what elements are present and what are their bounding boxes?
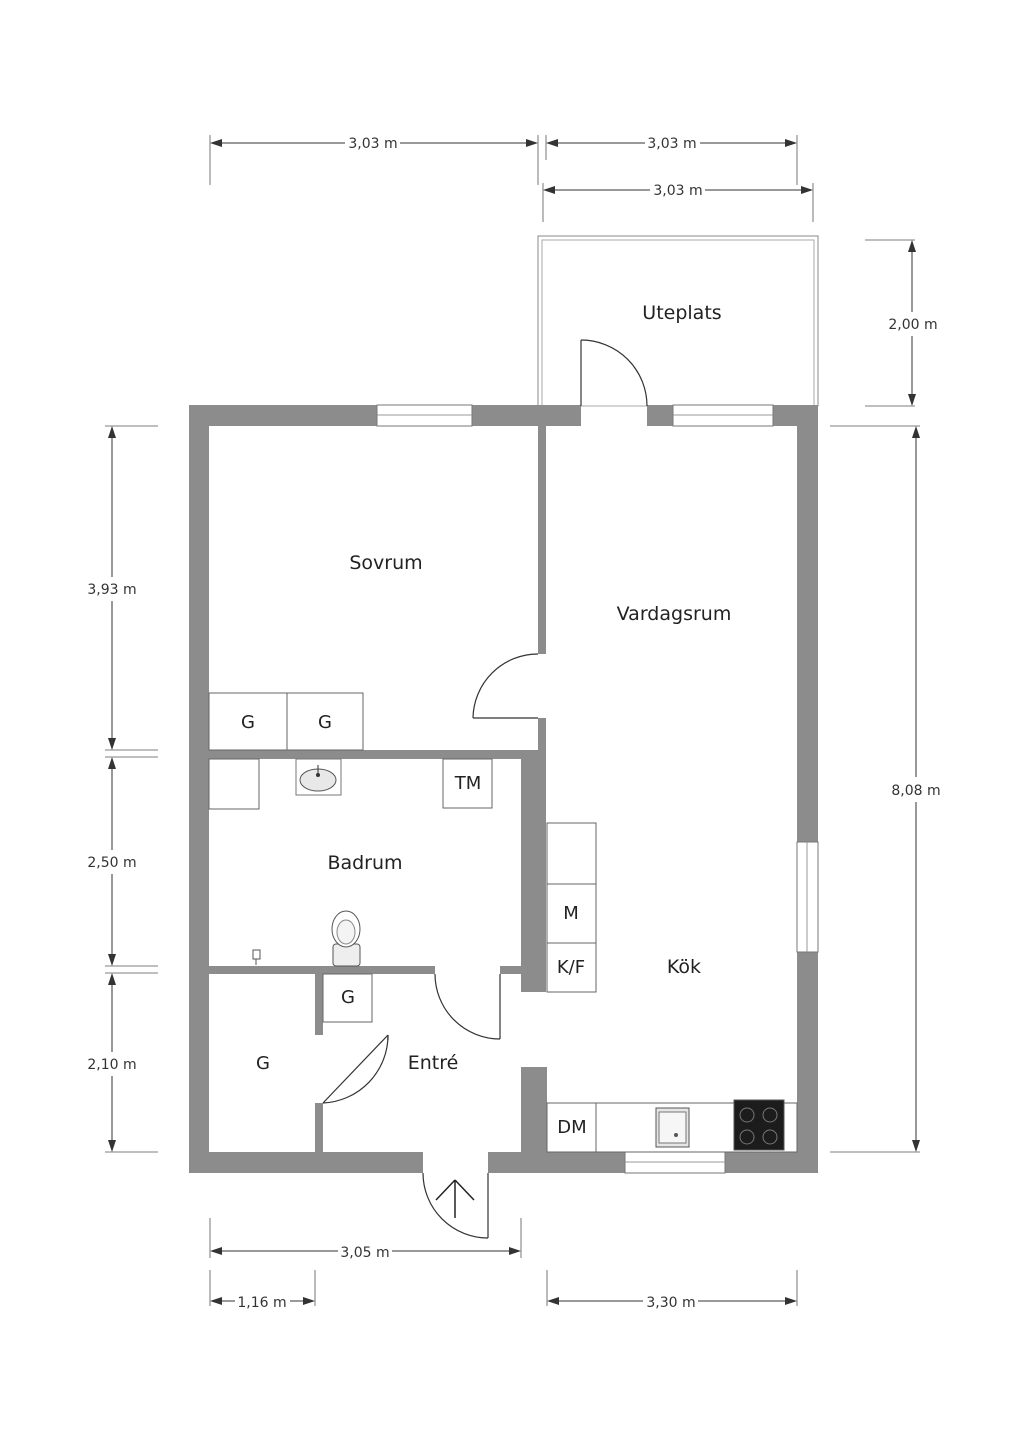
closet-sovrum-2	[286, 692, 364, 751]
room-badrum: Badrum	[327, 852, 402, 874]
room-sovrum: Sovrum	[349, 552, 422, 574]
dim-badrum-height: 2,50 m	[87, 855, 136, 871]
room-uteplats: Uteplats	[642, 302, 721, 324]
room-vardagsrum: Vardagsrum	[617, 603, 732, 625]
dim-total-height: 8,08 m	[891, 783, 940, 799]
windows	[376, 404, 819, 1174]
dim-bottom-left: 3,05 m	[340, 1245, 389, 1261]
room-kok: Kök	[667, 956, 701, 978]
entrance-arrow-icon	[435, 1179, 475, 1218]
toilet-paper-icon	[252, 949, 261, 965]
stove-icon	[733, 1099, 785, 1151]
dimension-labels: 3,03 m 3,03 m 3,03 m 2,00 m 3,93 m 2,50 …	[87, 136, 940, 1311]
dim-closet-width: 1,16 m	[237, 1295, 286, 1311]
doors	[322, 339, 648, 1239]
toilet-icon	[331, 910, 361, 967]
kitchen-cabinet-upper	[546, 822, 597, 885]
washer	[442, 758, 493, 809]
sink-icon	[295, 758, 342, 796]
closet-entre-large-label: G	[256, 1053, 270, 1074]
kitchen-sink-icon	[655, 1107, 690, 1148]
dim-uteplats-depth: 2,00 m	[888, 317, 937, 333]
bathroom-cabinet	[208, 758, 260, 810]
dim-top-left: 3,03 m	[348, 136, 397, 152]
dim-uteplats-width: 3,03 m	[653, 183, 702, 199]
dim-kok-width: 3,30 m	[646, 1295, 695, 1311]
room-entre: Entré	[408, 1052, 459, 1074]
closet-sovrum-2-label: G	[318, 712, 332, 733]
washer-label: TM	[454, 773, 482, 794]
dim-entre-height: 2,10 m	[87, 1057, 136, 1073]
dishwasher-label: DM	[557, 1117, 586, 1138]
closet-entre-small	[322, 973, 373, 1023]
dimension-lines	[105, 135, 920, 1306]
dim-top-right: 3,03 m	[647, 136, 696, 152]
fridge-freezer-label: K/F	[557, 957, 585, 978]
closet-sovrum-1-label: G	[241, 712, 255, 733]
fixtures: G G TM M K/F DM	[208, 692, 798, 1153]
walls	[189, 405, 818, 1173]
room-labels: Uteplats Sovrum Vardagsrum Badrum Kök En…	[327, 302, 731, 1074]
microwave-label: M	[563, 903, 579, 924]
closet-entre-small-label: G	[341, 987, 355, 1008]
fridge-freezer	[546, 942, 597, 993]
dim-sovrum-height: 3,93 m	[87, 582, 136, 598]
